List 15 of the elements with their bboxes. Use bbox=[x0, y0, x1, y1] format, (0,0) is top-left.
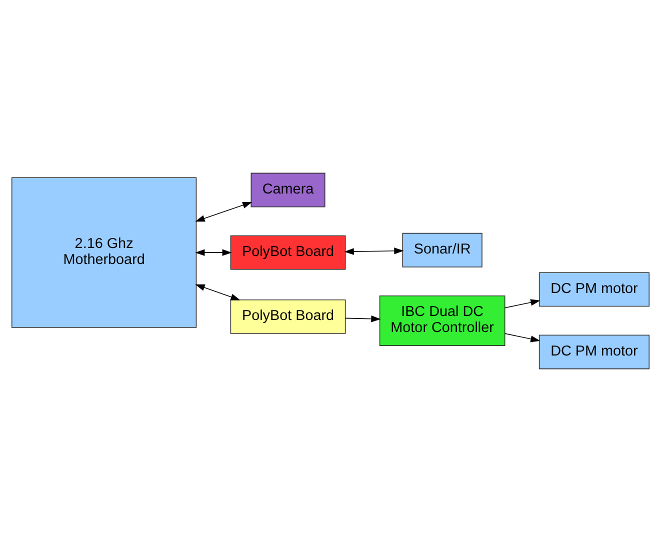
arrow bbox=[195, 284, 240, 300]
node-box: IBC Dual DC Motor Controller bbox=[379, 295, 506, 346]
arrow bbox=[195, 202, 252, 222]
node-box: DC PM motor bbox=[538, 334, 650, 370]
arrow bbox=[195, 249, 232, 256]
arrow bbox=[344, 248, 404, 255]
node-box: PolyBot Board bbox=[230, 235, 346, 270]
arrow bbox=[504, 299, 540, 308]
node-box: PolyBot Board bbox=[230, 299, 346, 334]
arrow bbox=[345, 315, 381, 322]
node-box: Sonar/IR bbox=[402, 232, 482, 268]
arrow bbox=[504, 333, 540, 342]
node-box: 2.16 Ghz Motherboard bbox=[11, 177, 197, 328]
node-box: DC PM motor bbox=[538, 272, 650, 307]
node-box: Camera bbox=[250, 172, 326, 208]
